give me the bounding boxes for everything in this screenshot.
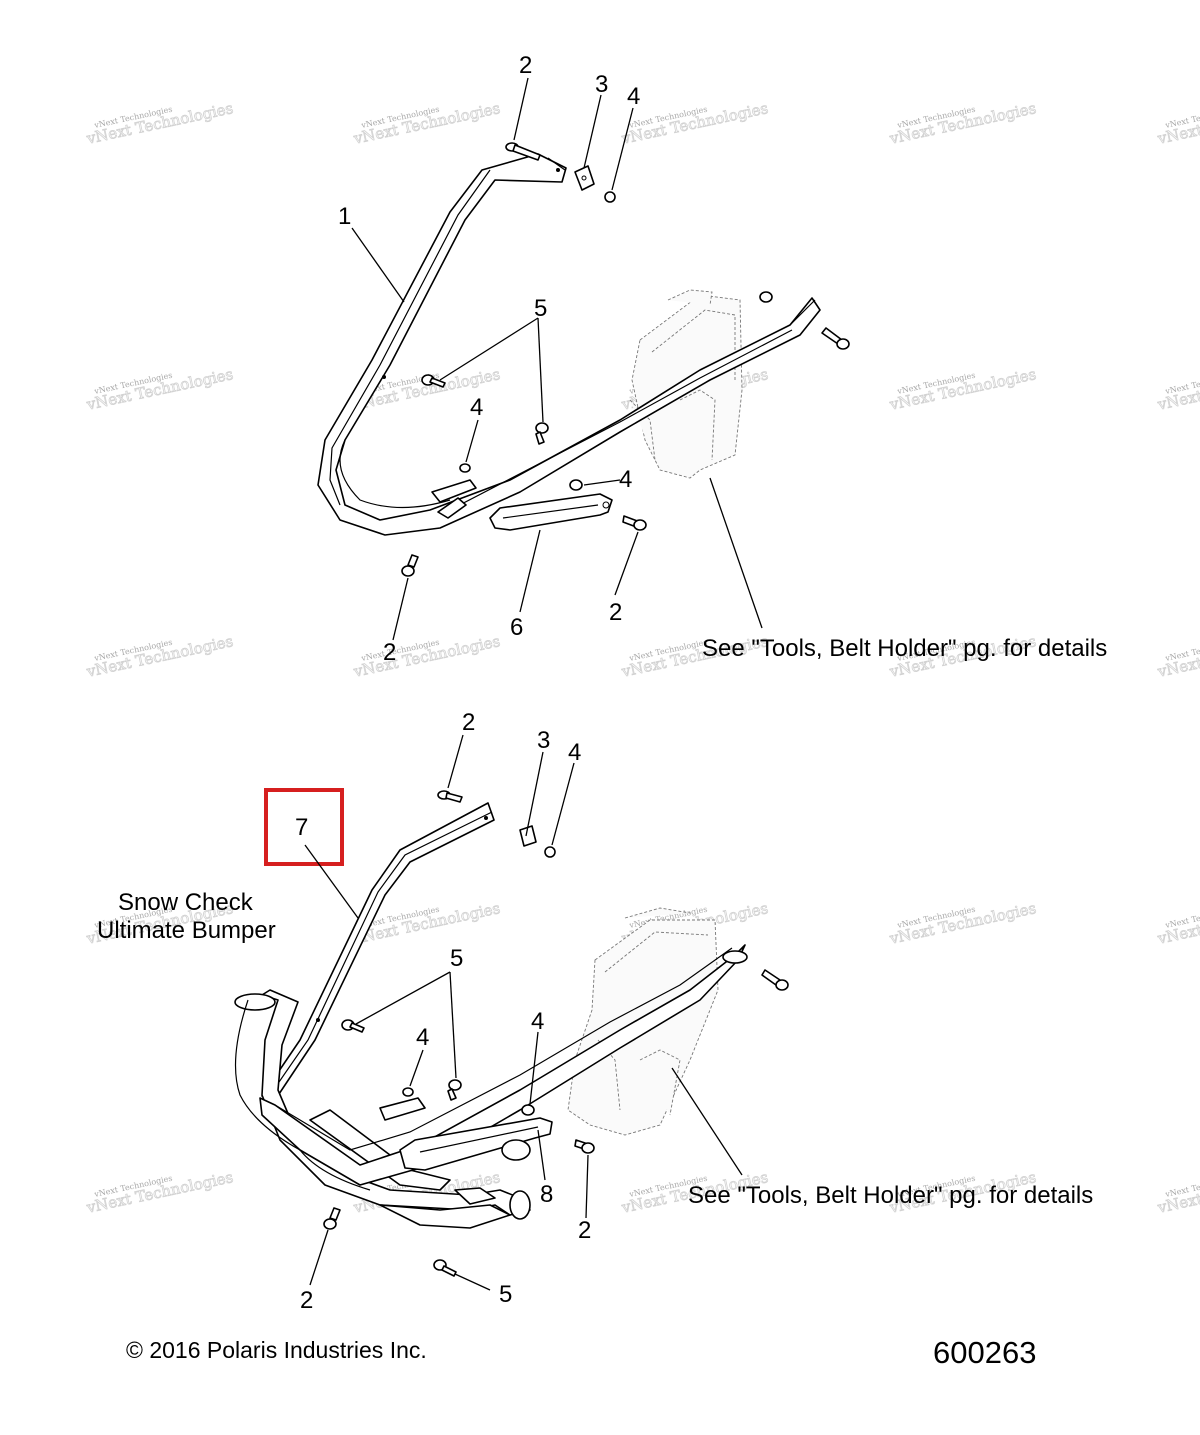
callout-2: 2 — [383, 639, 396, 666]
screw-5-bottom-a — [341, 1019, 365, 1033]
leaders-bottom — [304, 734, 743, 1291]
diagram-number: 600263 — [933, 1335, 1036, 1370]
leaders-top — [351, 77, 763, 641]
nut-4-bottom-middle — [402, 1087, 414, 1097]
bolt-2-top-upper — [505, 142, 541, 161]
callout-2: 2 — [578, 1217, 591, 1244]
callout-4: 4 — [416, 1024, 429, 1051]
callouts-bottom: 2 3 4 7 5 4 4 8 2 2 5 — [295, 709, 591, 1314]
callout-8: 8 — [540, 1181, 553, 1208]
variant-label-line2: Ultimate Bumper — [97, 917, 276, 944]
callout-4: 4 — [531, 1008, 544, 1035]
callout-4: 4 — [470, 394, 483, 421]
screw-5-top-b — [535, 422, 549, 445]
screw-5-top-a — [421, 374, 446, 388]
highlight-box-part-7 — [264, 788, 344, 866]
mount-bracket-bottom — [379, 1097, 426, 1121]
mount-bracket-top — [431, 479, 477, 519]
callout-5: 5 — [450, 945, 463, 972]
screw-5-bottom-c — [433, 1259, 457, 1277]
bolt-top-rail — [821, 327, 850, 350]
bolt-2-bottom-lower — [323, 1207, 341, 1230]
callout-4: 4 — [568, 739, 581, 766]
variant-label-line1: Snow Check — [118, 889, 254, 916]
bottom-assembly: 2 3 4 7 5 4 4 8 2 2 5 Snow Check Ultimat… — [97, 709, 1093, 1314]
copyright-text: © 2016 Polaris Industries Inc. — [126, 1337, 427, 1363]
callout-4: 4 — [619, 466, 632, 493]
bolt-2-top-lower — [401, 554, 419, 577]
nut-4-top-right — [569, 479, 583, 491]
reference-note-top: See "Tools, Belt Holder" pg. for details — [702, 635, 1107, 662]
callout-3: 3 — [595, 71, 608, 98]
callout-2: 2 — [609, 599, 622, 626]
callout-4: 4 — [627, 83, 640, 110]
callouts-top: 2 3 4 1 5 4 4 2 6 2 — [338, 52, 640, 666]
callout-6: 6 — [510, 614, 523, 641]
brace-part-8 — [399, 1117, 553, 1171]
callout-2: 2 — [462, 709, 475, 736]
callout-1: 1 — [338, 203, 351, 230]
bolt-2-top-right — [622, 515, 647, 531]
fasteners-bottom — [323, 790, 789, 1277]
top-assembly: 2 3 4 1 5 4 4 2 6 2 See "Tools, Belt Hol… — [317, 52, 1107, 666]
nut-4-top-middle — [459, 463, 471, 473]
bolt-2-bottom-right — [574, 1139, 595, 1154]
nut-4-top-rail — [759, 291, 773, 303]
bolt-bottom-rail — [761, 969, 789, 991]
bumper-part-1 — [317, 153, 821, 536]
nut-4-bottom-upper — [544, 846, 556, 858]
brace-part-6 — [489, 493, 613, 531]
callout-2: 2 — [519, 52, 532, 79]
fasteners-top — [401, 142, 850, 577]
callout-7: 7 — [295, 814, 308, 841]
nut-4-bottom-right — [521, 1104, 535, 1116]
callout-5: 5 — [534, 295, 547, 322]
callout-5: 5 — [499, 1281, 512, 1308]
callout-2: 2 — [300, 1287, 313, 1314]
bolt-2-bottom-upper — [437, 790, 463, 803]
nut-4-top-upper — [604, 191, 616, 203]
reference-note-bottom: See "Tools, Belt Holder" pg. for details — [688, 1182, 1093, 1209]
screw-5-bottom-b — [447, 1079, 462, 1101]
callout-3: 3 — [537, 727, 550, 754]
